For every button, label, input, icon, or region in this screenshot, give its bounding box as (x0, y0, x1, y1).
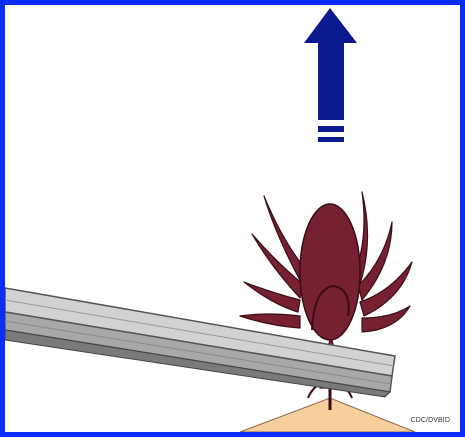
skin-surface (239, 397, 416, 432)
tick-icon (299, 203, 361, 410)
tweezers-icon (5, 287, 396, 398)
arrow-up-icon (304, 8, 357, 142)
tick-legs (239, 191, 413, 333)
image-credit: CDC/DVBID (410, 417, 450, 424)
tick-removal-illustration (5, 8, 416, 432)
